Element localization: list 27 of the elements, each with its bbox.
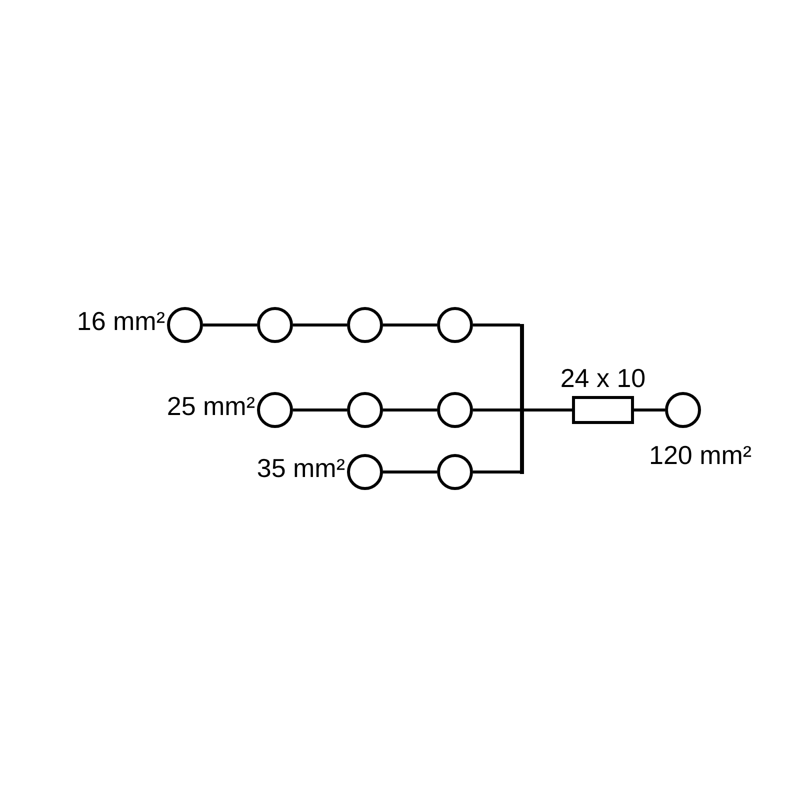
wire	[293, 324, 347, 326]
wire	[203, 324, 257, 326]
wire	[524, 408, 572, 412]
wire	[473, 408, 520, 412]
busbar	[520, 324, 524, 474]
cross-section-label: 16 mm²	[76, 308, 165, 334]
terminal-circle	[347, 454, 383, 490]
cross-section-label: 25 mm²	[166, 393, 255, 419]
terminal-circle	[167, 307, 203, 343]
terminal-circle	[665, 392, 701, 428]
wire	[383, 408, 437, 412]
rating-label: 24 x 10	[560, 365, 646, 391]
terminal-circle	[257, 392, 293, 428]
wire	[634, 408, 665, 412]
terminal-circle	[347, 307, 383, 343]
terminal-circle	[437, 392, 473, 428]
cross-section-label: 120 mm²	[649, 442, 752, 468]
terminal-circle	[347, 392, 383, 428]
wire	[383, 470, 437, 474]
terminal-circle	[437, 454, 473, 490]
wire	[293, 408, 347, 412]
terminal-circle	[257, 307, 293, 343]
wire	[473, 470, 520, 474]
terminal-circle	[437, 307, 473, 343]
wire	[383, 324, 437, 326]
cross-section-label: 35 mm²	[256, 455, 345, 481]
wire	[473, 324, 520, 326]
